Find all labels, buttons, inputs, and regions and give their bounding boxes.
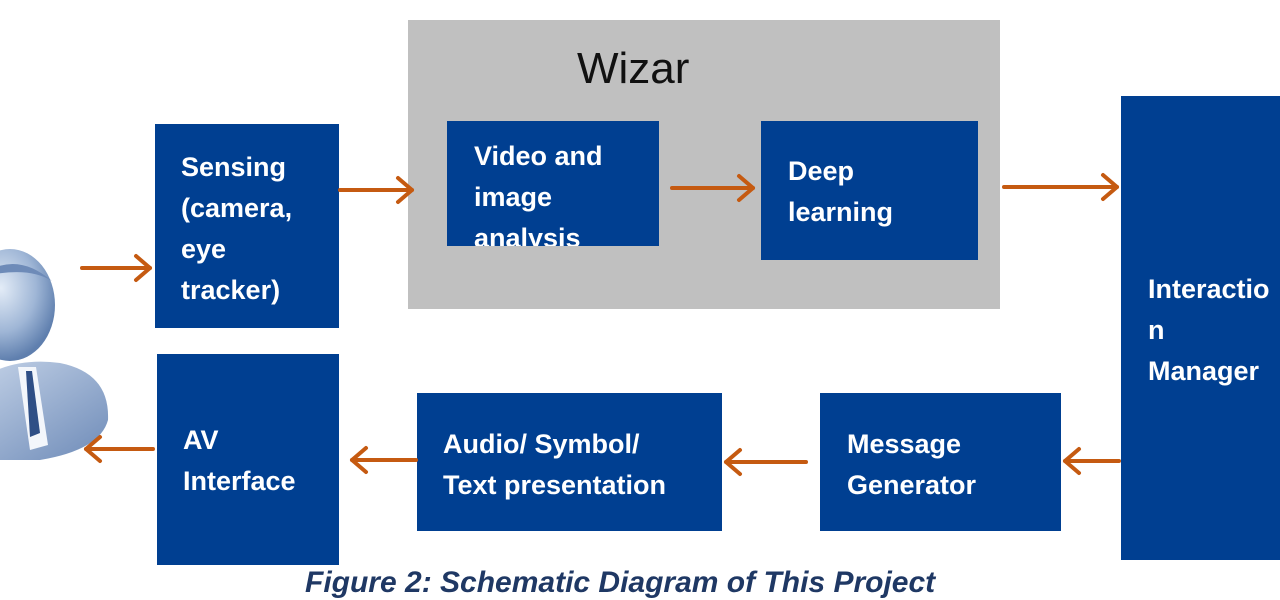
arrow-video-to-deep bbox=[670, 174, 755, 202]
user-avatar-icon bbox=[0, 249, 109, 460]
sensing-box: Sensing (camera, eye tracker) bbox=[155, 124, 339, 328]
wizar-title: Wizar bbox=[577, 44, 690, 93]
video-analysis-box: Video and image analysis bbox=[447, 121, 659, 246]
interaction-manager-box: Interactio n Manager bbox=[1121, 96, 1280, 560]
arrow-sensing-to-video bbox=[338, 176, 414, 204]
av-interface-label: AV Interface bbox=[183, 425, 296, 496]
deep-learning-box: Deep learning bbox=[761, 121, 978, 260]
arrow-av-to-user bbox=[84, 435, 155, 463]
arrow-deep-to-interaction bbox=[1002, 173, 1119, 201]
audio-symbol-text-label: Audio/ Symbol/ Text presentation bbox=[443, 429, 667, 500]
arrow-interaction-to-message bbox=[1063, 447, 1121, 475]
message-generator-box: Message Generator bbox=[820, 393, 1061, 531]
video-analysis-label: Video and image analysis bbox=[474, 141, 603, 246]
figure-caption: Figure 2: Schematic Diagram of This Proj… bbox=[305, 566, 936, 599]
sensing-label: Sensing (camera, eye tracker) bbox=[181, 152, 293, 305]
arrow-layer bbox=[80, 173, 1121, 476]
arrow-user-to-sensing bbox=[80, 254, 152, 282]
deep-learning-label: Deep learning bbox=[788, 156, 894, 227]
arrow-audio-to-av bbox=[350, 446, 418, 474]
arrow-message-to-audio bbox=[724, 448, 808, 476]
message-generator-label: Message Generator bbox=[847, 429, 977, 500]
av-interface-box: AV Interface bbox=[157, 354, 339, 565]
audio-symbol-text-box: Audio/ Symbol/ Text presentation bbox=[417, 393, 722, 531]
interaction-manager-label: Interactio n Manager bbox=[1148, 274, 1270, 386]
